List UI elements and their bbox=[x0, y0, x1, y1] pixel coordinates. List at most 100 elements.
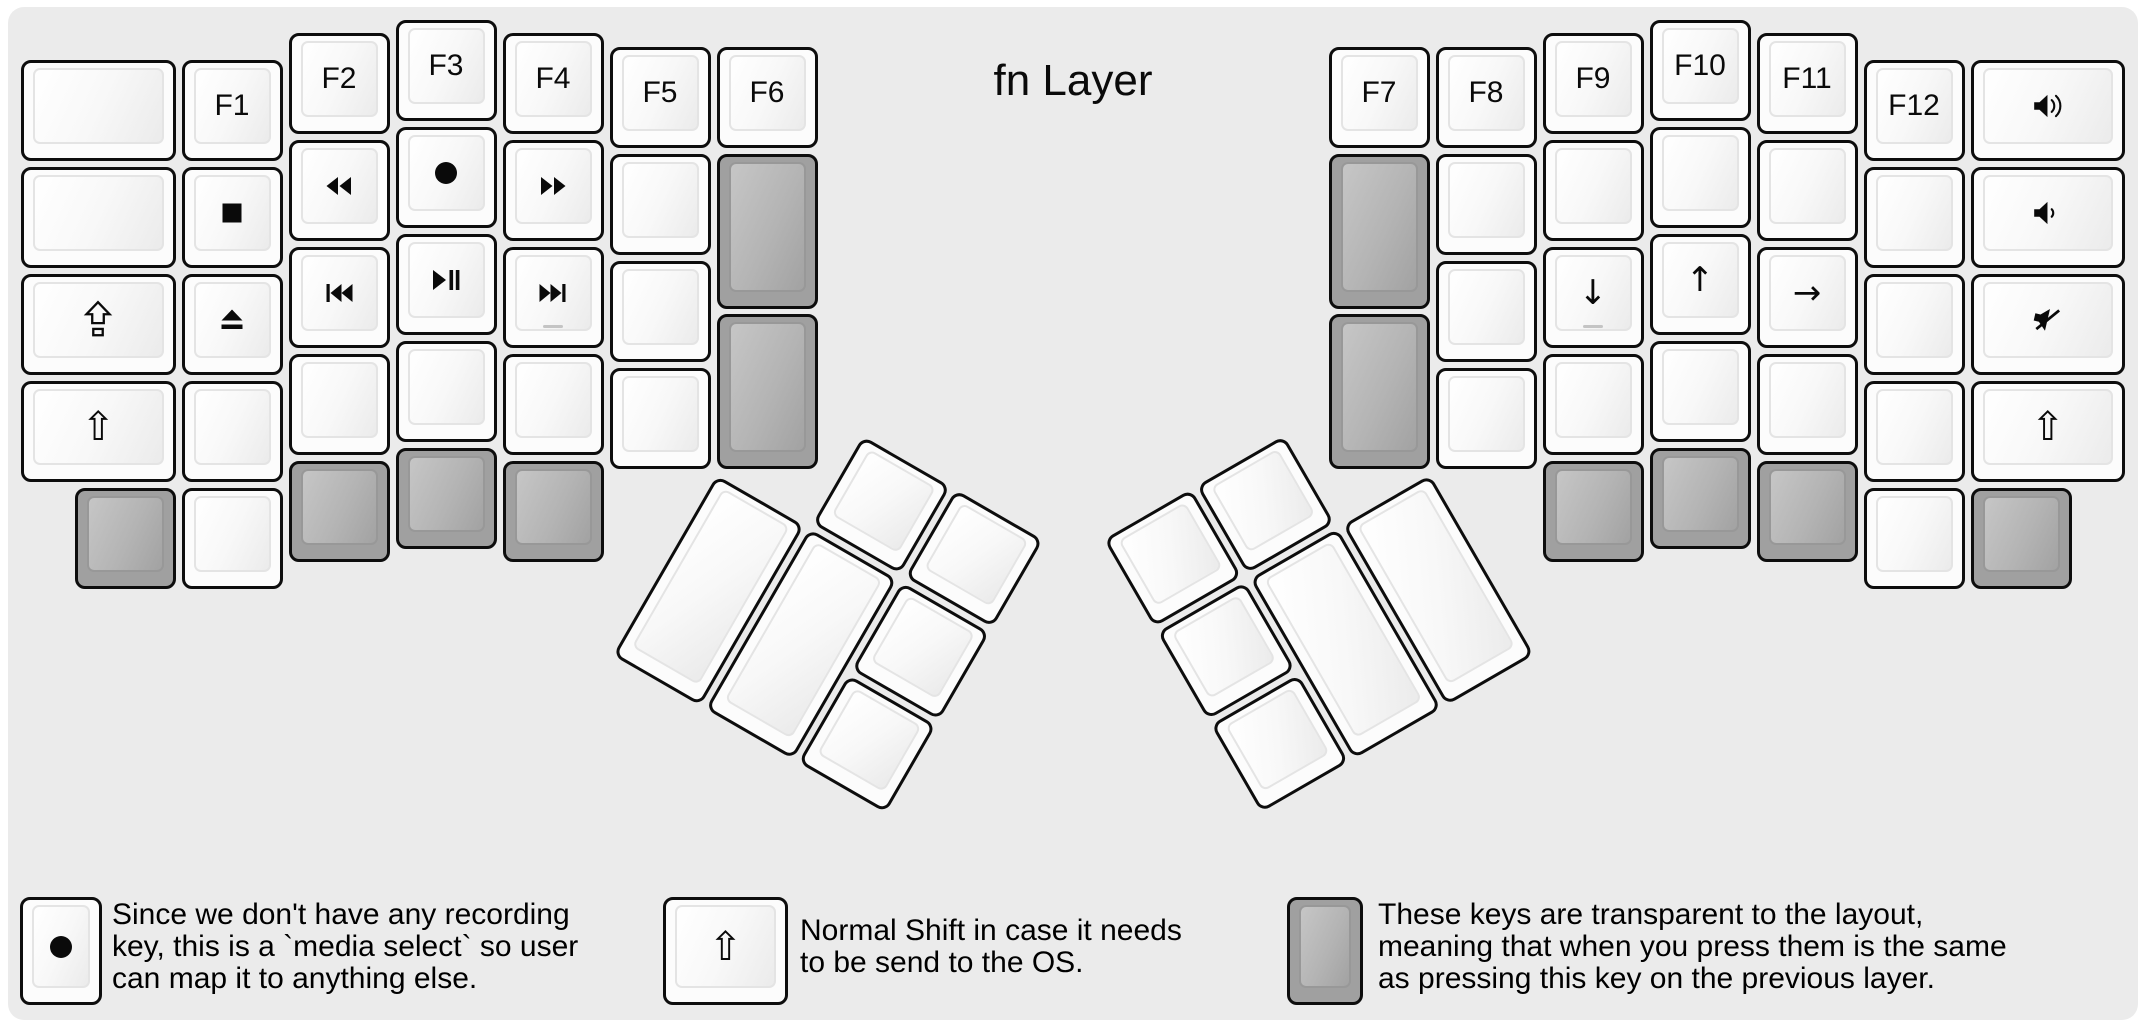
legend-line: can map it to anything else. bbox=[112, 962, 478, 995]
key-blank[interactable] bbox=[1649, 341, 1751, 442]
keycap-top bbox=[193, 389, 271, 465]
key-stop[interactable] bbox=[181, 167, 283, 268]
key-rec bbox=[20, 897, 102, 1005]
key-transparent[interactable] bbox=[1756, 461, 1858, 562]
key-transparent[interactable] bbox=[1328, 314, 1430, 469]
key-transparent[interactable] bbox=[395, 448, 497, 549]
key-blank[interactable] bbox=[1756, 354, 1858, 455]
keycap-top bbox=[728, 322, 806, 452]
key-label-f5: F5 bbox=[642, 76, 678, 109]
key-blank[interactable] bbox=[1435, 368, 1537, 469]
key-transparent[interactable] bbox=[288, 461, 390, 562]
key-volup[interactable] bbox=[1970, 60, 2125, 161]
key-blank[interactable] bbox=[1435, 261, 1537, 362]
keycap-top bbox=[300, 362, 378, 438]
keycap-top bbox=[1875, 282, 1953, 358]
key-blank[interactable] bbox=[1649, 127, 1751, 228]
record-icon bbox=[430, 157, 462, 189]
key-blank[interactable] bbox=[502, 354, 604, 455]
key-next[interactable] bbox=[502, 247, 604, 348]
keycap-top bbox=[407, 349, 485, 425]
key-f11[interactable]: F11 bbox=[1756, 33, 1858, 134]
keycap-top bbox=[1768, 148, 1846, 224]
key-right[interactable]: → bbox=[1756, 247, 1858, 348]
key-blank[interactable] bbox=[609, 368, 711, 469]
keycap-top bbox=[621, 269, 699, 345]
key-shift: ⇧ bbox=[663, 897, 788, 1005]
key-blank[interactable] bbox=[21, 60, 176, 161]
key-blank[interactable] bbox=[609, 261, 711, 362]
key-transparent[interactable] bbox=[1649, 448, 1751, 549]
key-rew[interactable] bbox=[288, 140, 390, 241]
key-down[interactable]: ↓ bbox=[1542, 247, 1644, 348]
keycap-top bbox=[1768, 255, 1846, 331]
keycap-top bbox=[1340, 162, 1418, 292]
homing-bar bbox=[543, 325, 563, 328]
down-arrow-icon: ↓ bbox=[1578, 273, 1608, 313]
key-blank[interactable] bbox=[1542, 354, 1644, 455]
key-blank[interactable] bbox=[1863, 167, 1965, 268]
key-transparent[interactable] bbox=[716, 154, 818, 309]
shift-arrow-icon: ⇧ bbox=[81, 404, 115, 450]
legend-line: to be send to the OS. bbox=[800, 946, 1084, 979]
keycap-top bbox=[33, 282, 164, 358]
key-shiftlock[interactable] bbox=[21, 274, 176, 375]
right-arrow-icon: → bbox=[1792, 273, 1822, 313]
keycap-top bbox=[407, 28, 485, 104]
keycap-top bbox=[1210, 448, 1315, 553]
key-blank[interactable] bbox=[1756, 140, 1858, 241]
key-transparent[interactable] bbox=[502, 461, 604, 562]
key-rec[interactable] bbox=[395, 127, 497, 228]
key-f3[interactable]: F3 bbox=[395, 20, 497, 121]
key-blank[interactable] bbox=[609, 154, 711, 255]
key-transparent[interactable] bbox=[74, 488, 176, 589]
key-f7[interactable]: F7 bbox=[1328, 47, 1430, 148]
key-f8[interactable]: F8 bbox=[1435, 47, 1537, 148]
key-label-f2: F2 bbox=[321, 62, 357, 95]
key-blank[interactable] bbox=[1863, 274, 1965, 375]
keycap-top bbox=[1447, 376, 1525, 452]
key-transparent[interactable] bbox=[1970, 488, 2072, 589]
key-label-f6: F6 bbox=[749, 76, 785, 109]
key-blank[interactable] bbox=[181, 381, 283, 482]
key-f4[interactable]: F4 bbox=[502, 33, 604, 134]
key-blank[interactable] bbox=[1863, 488, 1965, 589]
key-prev[interactable] bbox=[288, 247, 390, 348]
key-blank[interactable] bbox=[1542, 140, 1644, 241]
key-mute[interactable] bbox=[1970, 274, 2125, 375]
key-f10[interactable]: F10 bbox=[1649, 20, 1751, 121]
key-blank[interactable] bbox=[1435, 154, 1537, 255]
keycap-top bbox=[514, 362, 592, 438]
key-transparent[interactable] bbox=[1328, 154, 1430, 309]
key-f6[interactable]: F6 bbox=[716, 47, 818, 148]
keycap-top bbox=[1875, 496, 1953, 572]
key-f2[interactable]: F2 bbox=[288, 33, 390, 134]
key-f5[interactable]: F5 bbox=[609, 47, 711, 148]
key-f9[interactable]: F9 bbox=[1542, 33, 1644, 134]
key-blank[interactable] bbox=[1863, 381, 1965, 482]
key-eject[interactable] bbox=[181, 274, 283, 375]
key-up[interactable]: ↑ bbox=[1649, 234, 1751, 335]
keycap-top bbox=[33, 389, 164, 465]
key-shift[interactable]: ⇧ bbox=[1970, 381, 2125, 482]
key-f12[interactable]: F12 bbox=[1863, 60, 1965, 161]
key-shift[interactable]: ⇧ bbox=[21, 381, 176, 482]
previous-track-icon bbox=[322, 277, 356, 309]
keycap-top bbox=[300, 148, 378, 224]
key-blank[interactable] bbox=[395, 341, 497, 442]
key-blank[interactable] bbox=[288, 354, 390, 455]
legend-line: meaning that when you press them is the … bbox=[1378, 930, 2007, 963]
key-blank[interactable] bbox=[21, 167, 176, 268]
key-label-f1: F1 bbox=[214, 89, 250, 122]
key-blank[interactable] bbox=[181, 488, 283, 589]
key-transparent[interactable] bbox=[716, 314, 818, 469]
key-f1[interactable]: F1 bbox=[181, 60, 283, 161]
key-transparent[interactable] bbox=[1542, 461, 1644, 562]
shift-arrow-icon: ⇧ bbox=[2030, 404, 2065, 450]
keycap-top bbox=[193, 496, 271, 572]
key-playpause[interactable] bbox=[395, 234, 497, 335]
keycap-top bbox=[1340, 322, 1418, 452]
key-voldown[interactable] bbox=[1970, 167, 2125, 268]
keycap-top bbox=[1447, 162, 1525, 238]
key-ff[interactable] bbox=[502, 140, 604, 241]
